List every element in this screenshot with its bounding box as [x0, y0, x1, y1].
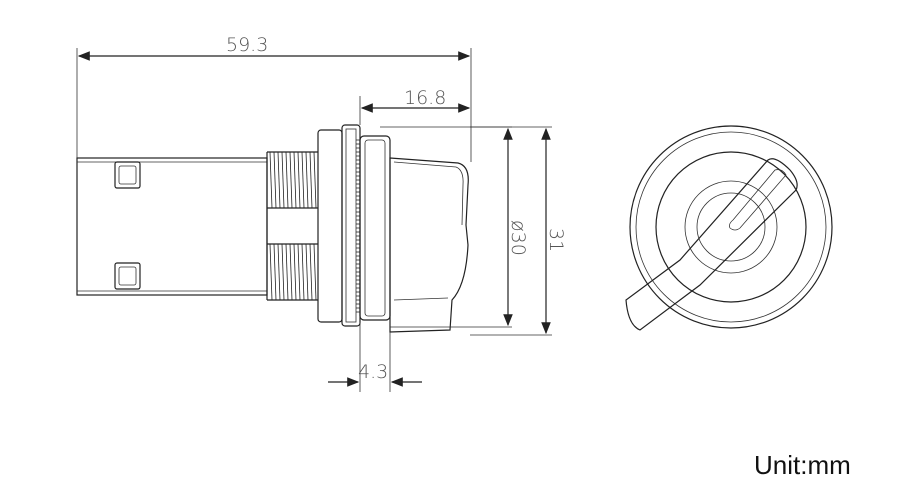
front-flange: [359, 135, 391, 321]
thread-section: [266, 151, 318, 301]
terminal-clip-bottom: [114, 262, 141, 290]
dim-diameter: ø30: [507, 220, 529, 256]
dim-height: 31: [545, 228, 567, 252]
rear-body: [76, 157, 268, 296]
front-view: [625, 125, 833, 331]
unit-label: Unit:mm: [754, 450, 851, 480]
side-view: [76, 124, 469, 333]
dim-knob-length: 16.8: [404, 87, 446, 109]
dim-overall-length: 59.3: [226, 34, 268, 56]
mounting-nut: [317, 129, 343, 323]
terminal-clip-top: [114, 161, 141, 189]
dim-panel-gap: 4.3: [358, 361, 388, 383]
selector-handle-front: [625, 158, 798, 331]
selector-handle-side: [389, 157, 469, 333]
dimension-lines: 59.3 16.8 ø30 31 4.3: [76, 34, 567, 392]
